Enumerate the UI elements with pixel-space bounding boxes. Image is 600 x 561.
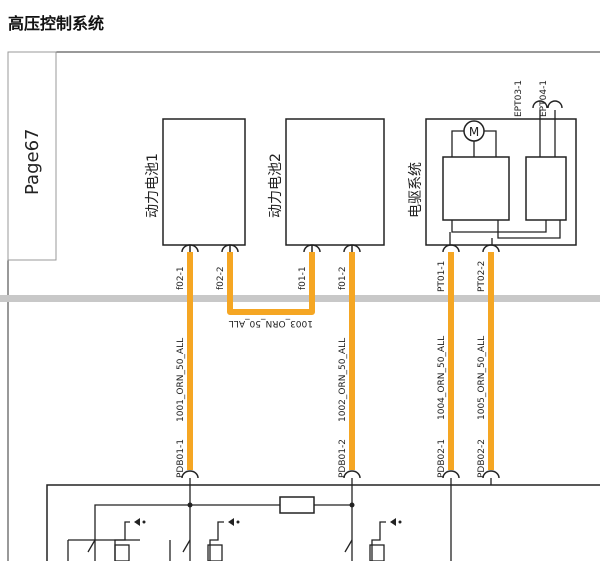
wire-1001-label: 1001_ORN_50_ALL [176, 338, 186, 422]
pdb02-1-label: PDB02-1 [437, 439, 447, 478]
wire-1005-label: 1005_ORN_50_ALL [477, 336, 487, 420]
relay-coil-icons [134, 518, 402, 526]
page-title: 高压控制系统 [8, 14, 105, 33]
drive-system-label: 电驱系统 [408, 162, 424, 218]
pt01-1-label: PT01-1 [437, 261, 447, 292]
pdb-box [46, 484, 600, 561]
inverter-block [442, 156, 510, 221]
pt02-2-label: PT02-2 [477, 261, 487, 292]
aux-block [525, 156, 567, 221]
page-ref-label: Page67 [22, 129, 43, 195]
f02-2-label: f02-2 [216, 266, 226, 290]
junction-dots [187, 502, 355, 508]
hv-wires [187, 252, 494, 470]
ept03-1-label: EPT03-1 [514, 80, 524, 117]
precharge-resistor [279, 496, 315, 514]
battery-2-label: 动力电池2 [268, 153, 284, 218]
f02-1-label: f02-1 [176, 266, 186, 290]
wire-1003-label: 1003_ORN_50_ALL [229, 318, 313, 328]
pdb-internal-wiring [67, 478, 492, 561]
bottom-connector-icons [181, 470, 500, 479]
pdb02-2-label: PDB02-2 [477, 439, 487, 478]
page-ref-box [7, 51, 57, 261]
wire-1004-label: 1004_ORN_50_ALL [437, 336, 447, 420]
ept-connector-icons [532, 100, 563, 109]
battery-1-label: 动力电池1 [145, 153, 161, 218]
ept04-1-label: EPT04-1 [539, 80, 549, 117]
f01-1-label: f01-1 [298, 266, 308, 290]
motor-symbol: M [469, 125, 479, 139]
wire-1003 [227, 252, 315, 315]
pdb01-2-label: PDB01-2 [338, 439, 348, 478]
wire-1002-label: 1002_ORN_50_ALL [338, 338, 348, 422]
f01-2-label: f01-2 [338, 266, 348, 290]
section-separator [0, 295, 600, 302]
drive-internal-wiring [449, 110, 561, 245]
pdb01-1-label: PDB01-1 [176, 439, 186, 478]
battery-1-box [162, 118, 246, 246]
top-connector-stubs [189, 245, 353, 252]
contactor-symbols [87, 521, 386, 561]
battery-2-box [285, 118, 385, 246]
